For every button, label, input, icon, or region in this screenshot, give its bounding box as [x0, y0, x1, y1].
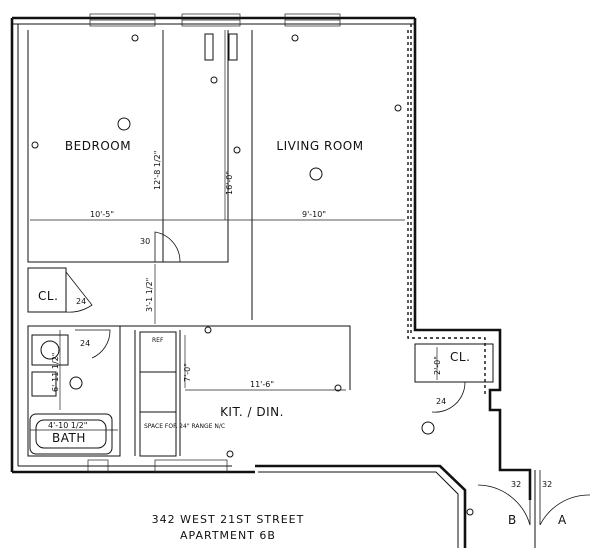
dim-bedroom-width: 10'-5" — [90, 210, 114, 219]
dim-hall-width: 3'-1 1/2" — [145, 278, 154, 312]
room-label-kitchen-dining: KIT. / DIN. — [220, 405, 284, 419]
dim-bedroom-depth: 12'-8 1/2" — [153, 151, 162, 190]
door-label-entry-a: 32 — [542, 480, 552, 489]
fixture-label-refrigerator: REF — [152, 337, 164, 344]
dim-kitchen-depth: 7'-0" — [183, 363, 192, 382]
dim-closet-right-depth: 2'-0" — [433, 356, 442, 375]
dim-bath-width: 4'-10 1/2" — [48, 421, 87, 430]
address-street: 342 WEST 21ST STREET — [152, 513, 305, 526]
room-label-bedroom: BEDROOM — [65, 139, 131, 153]
dim-kitchen-width: 11'-6" — [250, 380, 274, 389]
room-label-closet-right: CL. — [450, 350, 470, 364]
unit-label-b: B — [508, 513, 517, 527]
dim-bath-depth: 6'-11 1/2" — [51, 353, 60, 392]
windows — [87, 13, 341, 473]
door-label-closet-right: 24 — [436, 397, 446, 406]
fixtures — [29, 33, 474, 516]
dim-living-depth: 16'-0" — [225, 171, 234, 195]
fixture-label-range-space: SPACE FOR 24" RANGE N/C — [144, 423, 225, 430]
door-swings — [65, 231, 591, 548]
door-label-entry-b: 32 — [511, 480, 521, 489]
door-label-bath: 24 — [80, 339, 90, 348]
interior-walls — [27, 30, 494, 457]
unit-label-a: A — [558, 513, 567, 527]
dim-living-width: 9'-10" — [302, 210, 326, 219]
exterior-walls — [10, 16, 532, 548]
room-label-living-room: LIVING ROOM — [276, 139, 363, 153]
address-apartment: APARTMENT 6B — [180, 529, 276, 542]
door-label-closet-left: 24 — [76, 297, 86, 306]
room-label-bath: BATH — [52, 431, 86, 445]
room-label-closet-left: CL. — [38, 289, 58, 303]
door-label-bedroom: 30 — [140, 237, 150, 246]
dimension-lines — [30, 30, 438, 431]
